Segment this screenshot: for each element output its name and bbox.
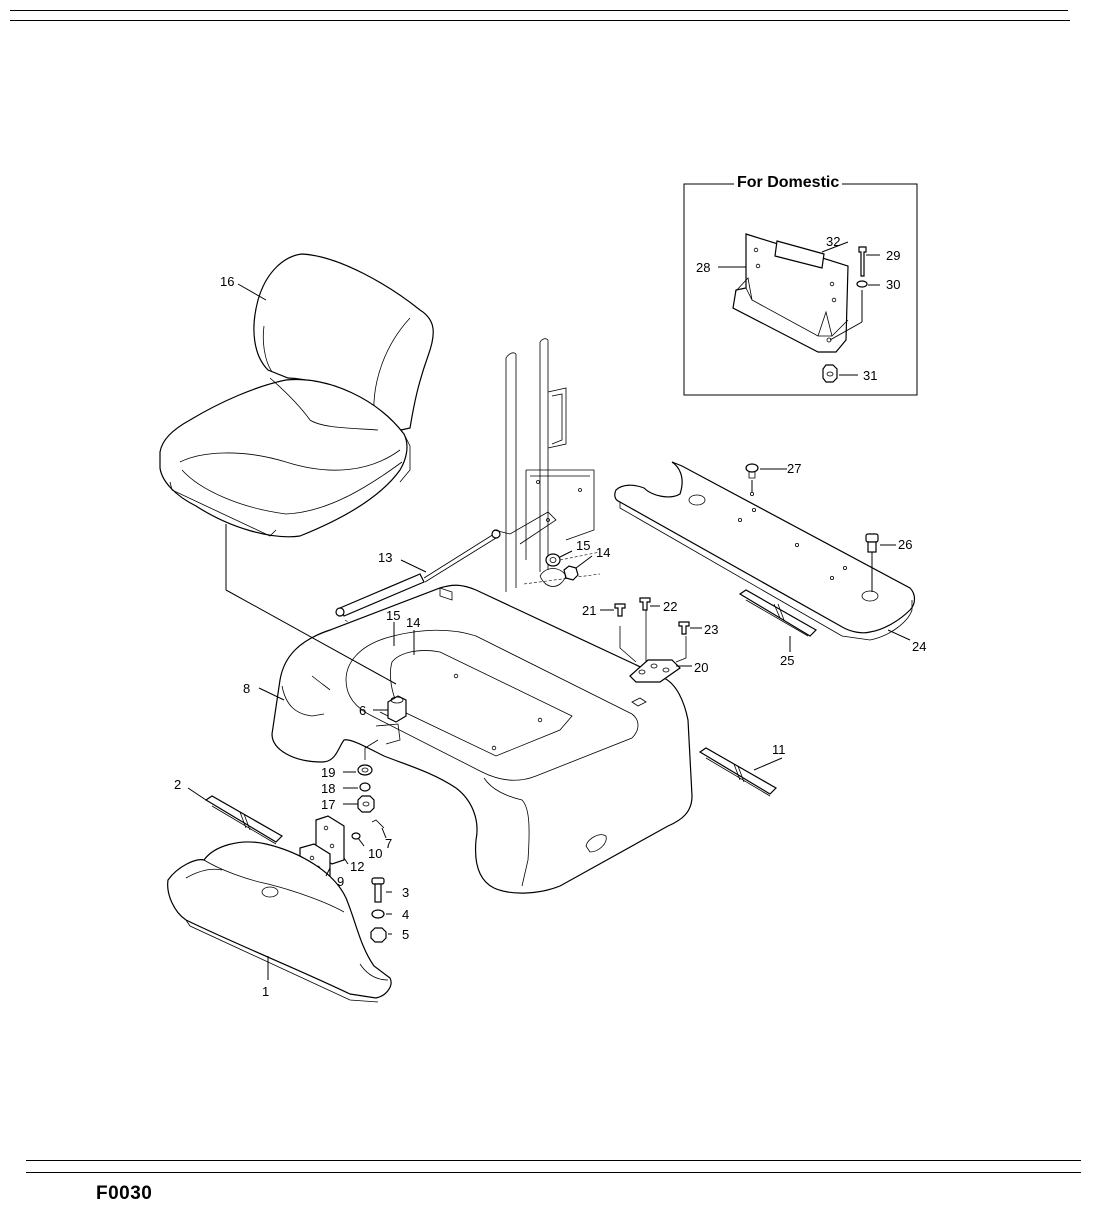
washer-4 (371, 909, 385, 919)
steering-post-frame (505, 338, 601, 592)
callout-6: 6 (359, 703, 366, 718)
callout-15-lower: 15 (386, 608, 400, 623)
callout-10: 10 (368, 846, 382, 861)
header-rule-top (10, 10, 1068, 11)
pin-7 (371, 819, 385, 829)
bolt-22 (639, 597, 651, 611)
callout-16: 16 (220, 274, 234, 289)
callout-17: 17 (321, 797, 335, 812)
seat-part (159, 253, 434, 538)
callout-22: 22 (663, 599, 677, 614)
callout-3: 3 (402, 885, 409, 900)
rubber-strip-11 (698, 747, 777, 797)
bolt-3 (371, 877, 385, 903)
inset-title: For Domestic (734, 173, 843, 193)
callout-1: 1 (262, 984, 269, 999)
nut-washer-upper (539, 553, 579, 587)
callout-5: 5 (402, 927, 409, 942)
callout-2: 2 (174, 777, 181, 792)
callout-29: 29 (886, 248, 900, 263)
leader-lines (187, 283, 911, 980)
callout-25: 25 (780, 653, 794, 668)
hinge-plate-part (619, 606, 687, 683)
fender-body-part (271, 584, 693, 894)
bolt-23 (678, 621, 690, 635)
latch-part (375, 695, 407, 745)
callout-9: 9 (337, 874, 344, 889)
callout-31: 31 (863, 368, 877, 383)
callout-12: 12 (350, 859, 364, 874)
callout-15-upper: 15 (576, 538, 590, 553)
callout-21: 21 (582, 603, 596, 618)
callout-26: 26 (898, 537, 912, 552)
callout-32: 32 (826, 234, 840, 249)
callout-28: 28 (696, 260, 710, 275)
rubber-strip-25 (738, 589, 817, 637)
nut-5 (370, 927, 387, 943)
callout-30: 30 (886, 277, 900, 292)
callout-19: 19 (321, 765, 335, 780)
washer-nut-stack (357, 739, 379, 813)
pin-10 (351, 832, 361, 840)
bolt-27 (745, 463, 759, 492)
header-rule-bottom (10, 20, 1070, 21)
domestic-leader-lines (718, 241, 880, 376)
footer-rule-top (26, 1160, 1081, 1161)
callout-11: 11 (772, 742, 786, 757)
rubber-strip-2 (204, 795, 283, 845)
gas-strut-part (335, 511, 557, 617)
bolt-21 (614, 603, 626, 617)
domestic-bracket-part (732, 233, 868, 383)
callout-27: 27 (787, 461, 801, 476)
callout-numbers: 16 13 15 14 15 14 8 6 19 18 17 2 7 10 12… (174, 234, 926, 999)
callout-24: 24 (912, 639, 926, 654)
callout-4: 4 (402, 907, 409, 922)
callout-18: 18 (321, 781, 335, 796)
callout-14-upper: 14 (596, 545, 610, 560)
callout-13: 13 (378, 550, 392, 565)
callout-14-lower: 14 (406, 615, 420, 630)
callout-8: 8 (243, 681, 250, 696)
callout-23: 23 (704, 622, 718, 637)
bolt-26 (865, 533, 879, 592)
seat-plate-part (614, 461, 916, 641)
callout-7: 7 (385, 836, 392, 851)
cover-part (167, 841, 392, 1003)
footer-rule-bottom (26, 1172, 1081, 1173)
callout-20: 20 (694, 660, 708, 675)
page-code: F0030 (96, 1183, 153, 1204)
